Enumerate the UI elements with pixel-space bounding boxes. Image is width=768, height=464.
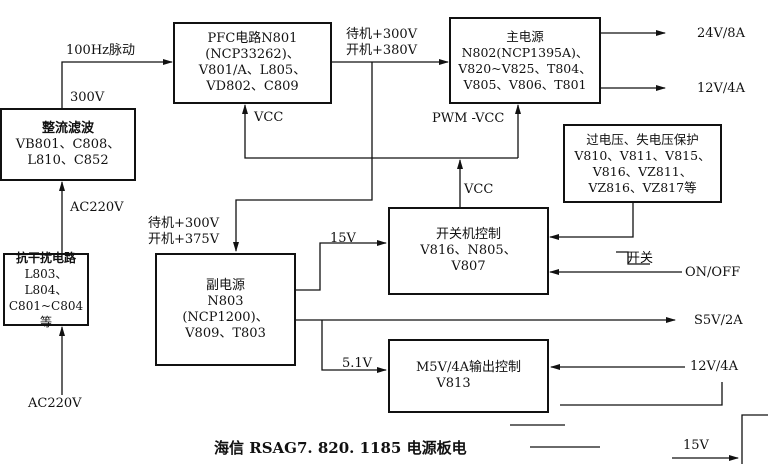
label-s5v: S5V/2A xyxy=(694,313,743,328)
line-pfc-aux xyxy=(233,62,373,252)
label-vcc-pfc: VCC xyxy=(254,110,284,125)
block-text: V807 xyxy=(451,259,486,274)
block-text: V809、T803 xyxy=(185,325,266,341)
line-vcc-pfc xyxy=(242,104,518,159)
block-text: (NCP33262)、 xyxy=(205,47,300,62)
line-100hz xyxy=(61,59,173,108)
label-5-1v: 5.1V xyxy=(342,356,373,371)
label-pfc-standby: 待机+300V xyxy=(346,27,418,42)
label-switch: 开关 xyxy=(627,251,654,266)
main-psu-block: 主电源 N802(NCP1395A)、 V820~V825、T804、 V805… xyxy=(449,17,601,104)
block-text: C801~C804等 xyxy=(8,298,84,329)
label-ac220-mid: AC220V xyxy=(70,200,124,215)
line-feedback xyxy=(560,382,723,406)
partial-box xyxy=(741,414,768,464)
block-title: 整流滤波 xyxy=(41,120,94,136)
diagram-caption: 海信 RSAG7. 820. 1185 电源板电 xyxy=(214,439,467,457)
label-300v: 300V xyxy=(70,90,105,105)
block-title: 主电源 xyxy=(506,28,544,44)
pfc-block: PFC电路N801 (NCP33262)、 V801/A、L805、 VD802… xyxy=(173,22,332,104)
block-title: 抗干扰电路 xyxy=(15,250,76,265)
label-100hz: 100Hz脉动 xyxy=(66,43,135,58)
label-24v-out: 24V/8A xyxy=(697,26,745,41)
label-pwm-vcc: PWM -VCC xyxy=(432,111,505,126)
block-title: PFC电路N801 xyxy=(207,31,298,46)
block-text: L810、C852 xyxy=(27,152,109,168)
block-text: V816、N805、 xyxy=(420,243,517,258)
label-on-off: ON/OFF xyxy=(685,265,741,280)
block-text: VB801、C808、 xyxy=(15,136,121,152)
line-protection xyxy=(549,202,634,240)
power-control-block: 开关机控制 V816、N805、 V807 xyxy=(388,207,549,295)
block-text: VZ816、VZ817等 xyxy=(588,179,697,195)
label-12v-in: 12V/4A xyxy=(690,359,738,374)
line-switch-mark xyxy=(616,251,650,265)
block-text: V813 xyxy=(436,376,471,391)
block-title: M5V/4A输出控制 xyxy=(415,360,521,375)
block-text: N802(NCP1395A)、 xyxy=(461,44,589,60)
label-aux-standby: 待机+300V xyxy=(148,216,220,231)
emi-filter-block: 抗干扰电路 L803、L804、 C801~C804等 xyxy=(3,250,89,329)
block-text: V801/A、L805、 xyxy=(198,63,307,78)
label-aux-on: 开机+375V xyxy=(148,232,220,247)
block-text: V816、VZ811、 xyxy=(592,163,693,179)
block-text: L803、L804、 xyxy=(24,266,68,297)
block-text: (NCP1200)、 xyxy=(182,309,269,325)
block-title: 过电压、失电压保护 xyxy=(586,131,699,147)
line-5-1v xyxy=(321,320,387,373)
label-12v-out: 12V/4A xyxy=(697,81,745,96)
label-15v-bottom: 15V xyxy=(683,438,709,453)
block-title: 开关机控制 xyxy=(435,227,501,242)
label-pfc-on: 开机+380V xyxy=(346,43,418,58)
block-text: N803 xyxy=(207,293,244,309)
rectifier-filter-block: 整流滤波 VB801、C808、 L810、C852 xyxy=(0,108,136,181)
aux-psu-block: 副电源 N803 (NCP1200)、 V809、T803 xyxy=(155,253,296,366)
m5v-control-block: M5V/4A输出控制 V813 xyxy=(388,339,549,413)
block-title: 副电源 xyxy=(205,277,245,293)
block-text: VD802、C809 xyxy=(206,79,299,94)
label-ac220-in: AC220V xyxy=(28,396,82,411)
line-15v xyxy=(296,240,387,291)
protection-block: 过电压、失电压保护 V810、V811、V815、 V816、VZ811、 VZ… xyxy=(563,124,722,203)
block-text: V810、V811、V815、 xyxy=(574,147,711,163)
block-text: V820~V825、T804、 xyxy=(458,60,592,76)
block-text: V805、V806、T801 xyxy=(463,76,587,92)
label-15v: 15V xyxy=(330,231,356,246)
label-vcc-ctrl: VCC xyxy=(464,182,494,197)
